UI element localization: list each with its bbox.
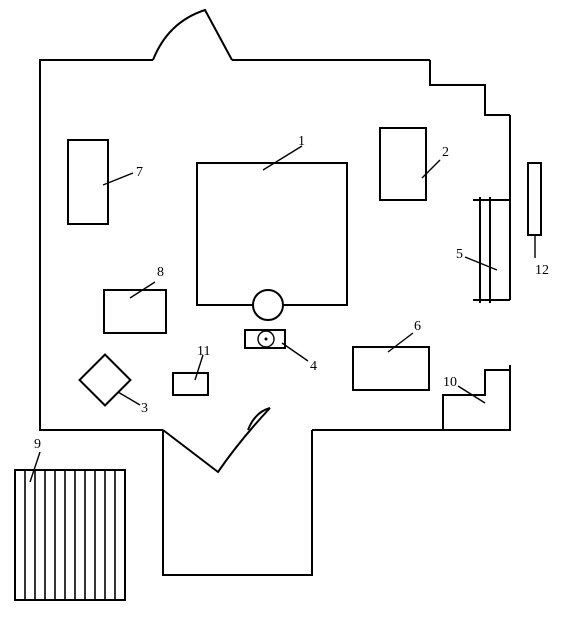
label-6: 6 — [414, 319, 421, 334]
label-7: 7 — [136, 165, 143, 180]
label-8: 8 — [157, 265, 164, 280]
item-9-hatched-area — [14, 469, 126, 601]
label-11: 11 — [197, 344, 210, 359]
item-8-desk — [103, 289, 167, 334]
corner-cabinet-bottom-right — [442, 369, 510, 430]
item-4-circle — [257, 330, 275, 348]
entry-door-arc — [247, 407, 271, 431]
item-1-round-seat — [252, 289, 284, 321]
room-right-wall — [312, 115, 511, 431]
item-4-dot — [264, 337, 268, 341]
corner-cabinet-top-right — [429, 60, 510, 116]
item-7-cabinet — [67, 139, 109, 225]
entry-door-leaf — [162, 407, 271, 474]
item-5-window-rack — [473, 197, 510, 303]
label-10: 10 — [443, 375, 457, 390]
label-4: 4 — [310, 359, 317, 374]
item-6-table — [352, 346, 430, 391]
label-2: 2 — [442, 145, 449, 160]
label-12: 12 — [535, 263, 549, 278]
label-5: 5 — [456, 247, 463, 262]
label-1: 1 — [298, 134, 305, 149]
item-2-cabinet — [379, 127, 427, 201]
leader-lines — [29, 145, 536, 483]
label-9: 9 — [34, 437, 41, 452]
entry-annex-wall — [162, 430, 313, 576]
item-11-box — [172, 372, 209, 396]
item-3-stool — [78, 353, 132, 407]
label-3: 3 — [141, 401, 148, 416]
room-outer-wall — [39, 59, 163, 431]
item-9-hatching — [24, 470, 116, 600]
top-door-arch — [152, 8, 233, 61]
item-4-box — [244, 329, 286, 349]
item-1-central-table — [196, 162, 348, 306]
item-12-outside-post — [527, 162, 542, 236]
